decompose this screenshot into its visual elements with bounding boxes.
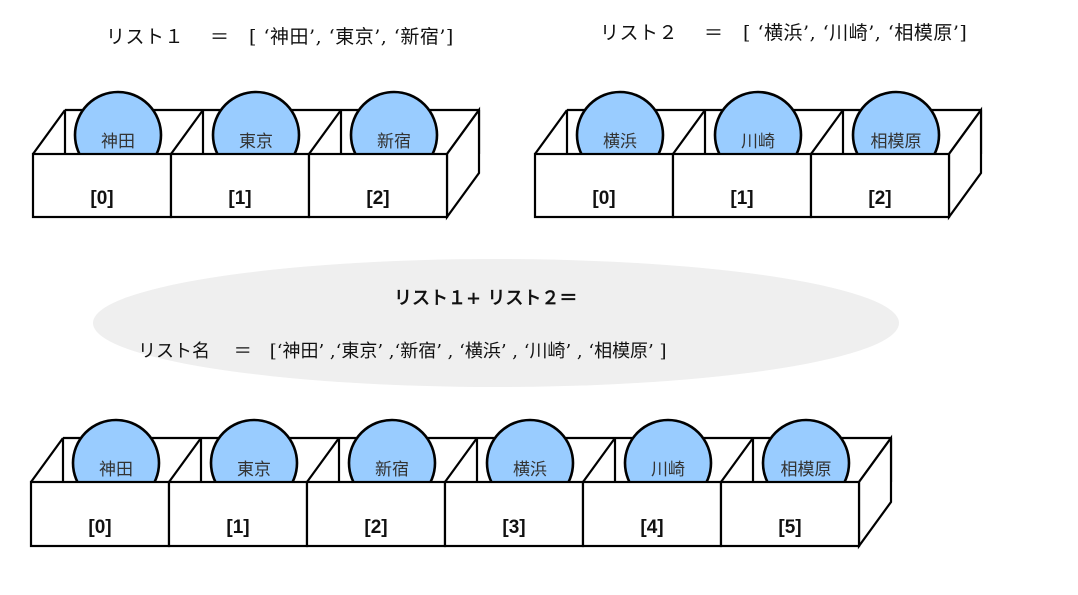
index-label: [0] — [90, 188, 113, 209]
box-front-face — [167, 480, 309, 548]
list1-title: リスト１ ＝ [ ‘神田’, ‘東京’, ‘新宿’] — [106, 26, 454, 48]
box-divider-diagonal — [534, 109, 568, 155]
box-divider-diagonal — [168, 437, 202, 483]
box-front-face — [809, 152, 951, 219]
concat-ellipse — [93, 259, 899, 387]
box-front-face — [533, 152, 675, 219]
box-divider-diagonal — [582, 437, 616, 483]
index-label: [2] — [364, 517, 387, 538]
item-label: 相模原 — [871, 132, 922, 152]
item-label: 神田 — [101, 132, 135, 152]
index-label: [3] — [502, 517, 525, 538]
item-label: 横浜 — [513, 460, 547, 480]
list2-title: リスト２ ＝ [ ‘横浜’, ‘川崎’, ‘相模原’] — [600, 22, 968, 44]
box-divider-diagonal — [306, 437, 340, 483]
item-label: 川崎 — [741, 132, 775, 152]
box-divider-diagonal — [810, 109, 844, 155]
index-label: [5] — [778, 517, 801, 538]
box-divider-diagonal — [720, 437, 754, 483]
box-front-face — [305, 480, 447, 548]
box-front-face — [307, 152, 449, 219]
box-front-face — [671, 152, 813, 219]
index-label: [1] — [730, 188, 753, 209]
box-divider-diagonal — [30, 437, 64, 483]
index-label: [2] — [366, 188, 389, 209]
box-front-face — [719, 480, 861, 548]
item-label: 新宿 — [377, 132, 411, 152]
concat-expression: リスト１+ リスト２＝ — [394, 288, 578, 309]
box-divider-diagonal — [444, 437, 478, 483]
list1-boxes: 神田 東京 新宿 [0] [1] [2] — [31, 90, 481, 221]
box-side-face — [947, 106, 983, 221]
item-label: 横浜 — [603, 132, 637, 152]
index-label: [0] — [88, 517, 111, 538]
merged-list-boxes: 神田 東京 新宿 横浜 川崎 相模原 [0] [1] [2] [3] [4] [5] — [29, 418, 893, 550]
index-label: [4] — [640, 517, 663, 538]
item-label: 東京 — [239, 132, 273, 152]
index-label: [0] — [592, 188, 615, 209]
item-label: 新宿 — [375, 460, 409, 480]
item-label: 東京 — [237, 460, 271, 480]
box-divider-diagonal — [672, 109, 706, 155]
box-front-face — [443, 480, 585, 548]
index-label: [1] — [228, 188, 251, 209]
box-divider-diagonal — [170, 109, 204, 155]
concat-result: リスト名 ＝ [‘神田’ ,‘東京’ ,‘新宿’ , ‘横浜’ , ‘川崎’ ,… — [138, 341, 667, 362]
index-label: [2] — [868, 188, 891, 209]
box-front-face — [29, 480, 171, 548]
box-divider-diagonal — [32, 109, 66, 155]
item-label: 神田 — [99, 460, 133, 480]
box-side-face — [445, 106, 481, 221]
box-divider-diagonal — [308, 109, 342, 155]
box-side-face — [857, 434, 893, 550]
index-label: [1] — [226, 517, 249, 538]
item-label: 川崎 — [651, 460, 685, 480]
item-label: 相模原 — [781, 460, 832, 480]
list2-boxes: 横浜 川崎 相模原 [0] [1] [2] — [533, 90, 983, 221]
